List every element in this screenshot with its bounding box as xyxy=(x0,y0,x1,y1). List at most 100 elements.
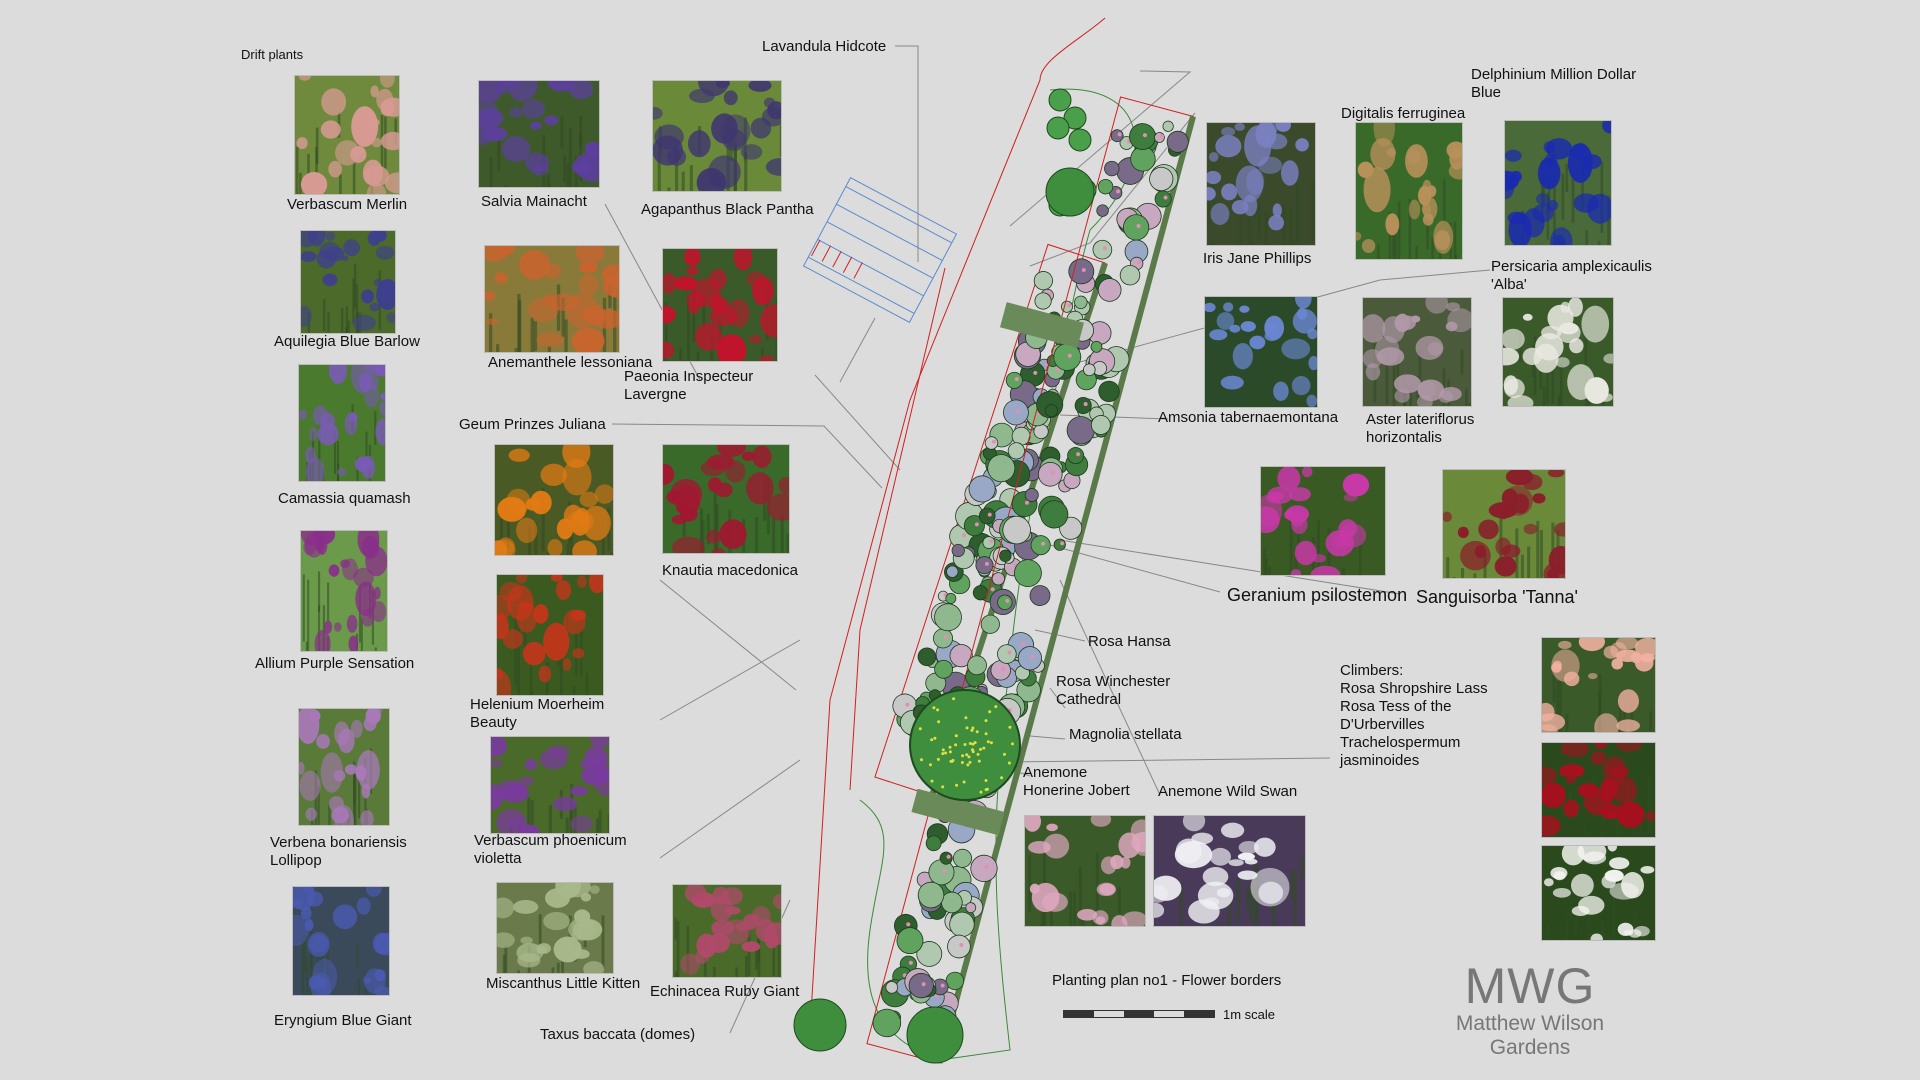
flower-dot xyxy=(1067,303,1072,308)
flower-dot xyxy=(1016,409,1021,414)
salvia-mainacht-label: Salvia Mainacht xyxy=(481,193,587,210)
plant-symbol xyxy=(999,549,1012,562)
plant-symbol xyxy=(1030,535,1051,556)
flower-dot xyxy=(974,522,979,527)
flower-dot xyxy=(940,983,945,988)
plant-symbol xyxy=(1097,178,1114,195)
leader-line xyxy=(1059,539,1401,595)
flower-dot xyxy=(991,439,996,444)
helenium-moerheim-beauty-photo xyxy=(496,574,604,696)
magnolia-dot xyxy=(977,759,981,763)
plant-symbol xyxy=(1067,447,1085,465)
rosa-hansa-label: Rosa Hansa xyxy=(1088,633,1171,650)
rosa-tess-photo xyxy=(1541,742,1656,838)
plant-symbol xyxy=(925,835,942,852)
plant-symbol xyxy=(987,454,1016,483)
plant-symbol xyxy=(1005,371,1023,389)
flower-dot xyxy=(1116,189,1121,194)
plant-symbol xyxy=(1090,415,1111,435)
agapanthus-black-pantha-label: Agapanthus Black Pantha xyxy=(641,201,814,218)
plant-symbol xyxy=(1002,515,1031,545)
magnolia-dot xyxy=(937,720,941,724)
plant-symbol xyxy=(1066,416,1095,445)
verbascum-phoenicum-violetta-label: Verbascum phoenicum violetta xyxy=(474,832,627,867)
plant-symbol xyxy=(1007,442,1025,460)
flower-dot xyxy=(1067,353,1072,358)
flower-dot xyxy=(1102,246,1107,251)
anemone-honerine-jobert-photo xyxy=(1024,815,1146,927)
magnolia-dot xyxy=(941,748,945,752)
magnolia-dot xyxy=(982,746,986,750)
plant-symbol xyxy=(952,848,972,868)
magnolia-dot xyxy=(952,697,956,701)
magnolia-dot xyxy=(963,743,967,746)
flower-dot xyxy=(1137,260,1142,265)
plant-symbol xyxy=(1053,538,1066,551)
magnolia-dot xyxy=(961,754,965,758)
verbascum-merlin-label: Verbascum Merlin xyxy=(287,196,408,213)
eryngium-blue-giant-label: Eryngium Blue Giant xyxy=(274,1012,412,1029)
leader-line xyxy=(1009,757,1331,763)
verbascum-phoenicum-violetta-photo xyxy=(490,736,610,834)
logo-mark: MWG xyxy=(1464,958,1596,1014)
magnolia-dot xyxy=(965,753,969,757)
flower-dot xyxy=(921,982,926,987)
path-slab xyxy=(911,788,1005,836)
magnolia-dot xyxy=(971,726,975,730)
plant-symbol xyxy=(965,902,977,914)
plant-symbol xyxy=(1098,380,1120,403)
plant-symbol xyxy=(1037,461,1063,487)
plant-symbol xyxy=(1034,292,1052,310)
leader-line xyxy=(659,759,801,859)
flower-dot xyxy=(990,587,995,592)
plant-symbol xyxy=(917,647,937,667)
taxus-dome xyxy=(906,1006,964,1064)
flower-dot xyxy=(1060,541,1065,546)
echinacea-ruby-giant-photo xyxy=(672,884,782,978)
magnolia-dot xyxy=(964,716,968,720)
verbena-bonariensis-lollipop-photo xyxy=(298,708,390,826)
flower-dot xyxy=(987,512,992,517)
plant-symbol xyxy=(908,972,934,999)
plant-symbol xyxy=(1149,166,1174,192)
magnolia-dot xyxy=(929,763,932,767)
taxus-dome xyxy=(1063,106,1087,130)
magnolia-stellata-label: Magnolia stellata xyxy=(1069,726,1182,743)
miscanthus-little-kitten-label: Miscanthus Little Kitten xyxy=(486,975,641,992)
flower-dot xyxy=(984,865,989,870)
anemone-wild-swan-photo xyxy=(1153,815,1306,927)
magnolia-dot xyxy=(971,742,975,746)
flower-dot xyxy=(1076,452,1081,457)
allium-purple-sensation-label: Allium Purple Sensation xyxy=(255,655,415,672)
magnolia-dot xyxy=(949,759,953,763)
aster-lateriflorus-horizontalis-label: Aster lateriflorus horizontalis xyxy=(1366,411,1475,446)
geranium-psilostemon-label: Geranium psilostemon xyxy=(1227,585,1408,605)
lavandula-hidcote-label: Lavandula Hidcote xyxy=(762,38,887,55)
flower-dot xyxy=(1014,377,1019,382)
flower-dot xyxy=(1159,134,1164,139)
plant-symbol xyxy=(917,881,945,909)
flower-dot xyxy=(1117,132,1122,137)
leader-line xyxy=(1049,687,1066,709)
pergola-structure xyxy=(802,177,958,323)
magnolia-dot xyxy=(930,738,934,742)
logo-name: Matthew Wilson Gardens xyxy=(1455,1012,1605,1059)
magnolia-dot xyxy=(968,760,972,764)
leader-line xyxy=(1059,579,1161,796)
step-marks xyxy=(811,239,863,279)
magnolia-dot xyxy=(984,719,988,723)
leader-line xyxy=(1029,112,1196,267)
magnolia-dot xyxy=(970,728,974,732)
iris-jane-phillips-photo xyxy=(1206,122,1316,246)
geranium-psilostemon-photo xyxy=(1260,466,1386,576)
magnolia-dot xyxy=(920,758,923,762)
plant-symbol xyxy=(1014,559,1042,588)
plant-symbol xyxy=(896,927,924,955)
flower-dot xyxy=(1136,223,1141,228)
leader-line xyxy=(1079,269,1491,363)
plant-symbol xyxy=(1119,264,1141,286)
flower-dot xyxy=(905,702,910,707)
flower-dot xyxy=(1021,641,1026,646)
plant-symbol xyxy=(1090,340,1103,353)
